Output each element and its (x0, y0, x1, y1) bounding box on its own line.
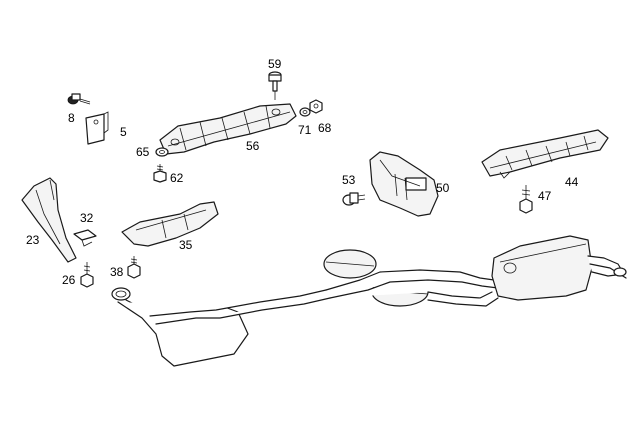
callout-26: 26 (62, 273, 76, 287)
part-59-bolt[interactable] (268, 71, 282, 100)
callout-47: 47 (538, 189, 552, 203)
callout-23: 23 (26, 233, 40, 247)
part-44-heat-shield[interactable] (481, 129, 609, 179)
part-32-clip[interactable] (73, 229, 97, 247)
callout-8: 8 (68, 111, 75, 125)
part-50-heat-shield[interactable] (369, 151, 439, 217)
part-38-bolt[interactable] (127, 256, 141, 279)
part-35-heat-shield[interactable] (121, 201, 219, 247)
callout-32: 32 (80, 211, 94, 225)
callout-56: 56 (246, 139, 260, 153)
callout-38: 38 (110, 265, 124, 279)
part-23-side-shield[interactable] (21, 177, 77, 263)
part-53-bolt[interactable] (342, 192, 366, 206)
part-8-bolt[interactable] (67, 93, 91, 105)
exhaust-system[interactable] (111, 235, 627, 367)
callout-53: 53 (342, 173, 356, 187)
part-26-bolt[interactable] (80, 262, 94, 288)
callout-65: 65 (136, 145, 150, 159)
part-68-nut[interactable] (309, 99, 323, 114)
part-65-washer[interactable] (155, 147, 169, 157)
callout-35: 35 (179, 238, 193, 252)
part-47-bolt[interactable] (519, 185, 533, 214)
callout-5: 5 (120, 125, 127, 139)
part-71-washer[interactable] (299, 107, 311, 117)
callout-59: 59 (268, 57, 282, 71)
part-56-heat-shield[interactable] (159, 103, 297, 155)
callout-68: 68 (318, 121, 332, 135)
callout-44: 44 (565, 175, 579, 189)
callout-50: 50 (436, 181, 450, 195)
part-5-bracket[interactable] (85, 111, 109, 145)
callout-62: 62 (170, 171, 184, 185)
part-62-bolt[interactable] (153, 164, 167, 183)
callout-71: 71 (298, 123, 312, 137)
